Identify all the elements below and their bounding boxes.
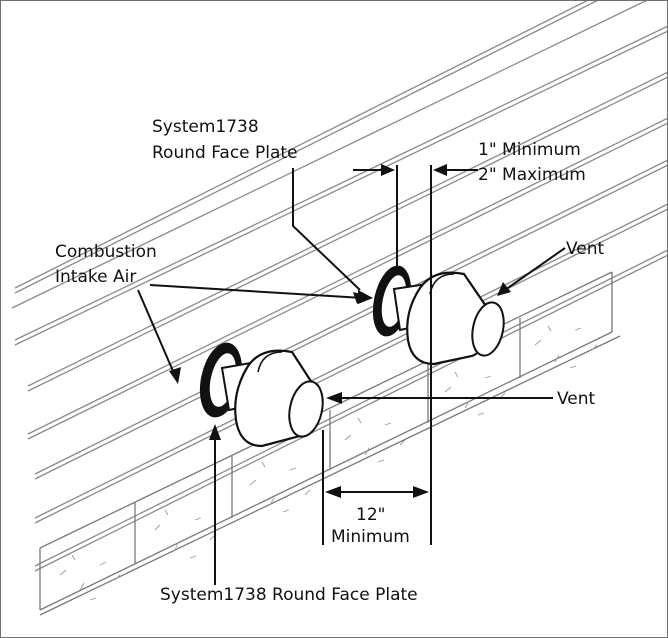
- spacing-unit-label: Minimum: [331, 527, 410, 547]
- face-plate-bottom-label: System1738 Round Face Plate: [160, 585, 418, 605]
- maximum-label: 2" Maximum: [478, 165, 586, 185]
- foundation-texture: [59, 325, 598, 601]
- arrowheads: [169, 164, 511, 498]
- combustion-label-line1: Combustion: [55, 242, 157, 262]
- face-plate-top-label-line2: Round Face Plate: [152, 143, 298, 163]
- siding-lines: [11, 1, 667, 572]
- lower-vent-assembly: [199, 342, 324, 448]
- upper-vent-hood: [406, 271, 492, 366]
- combustion-label-line2: Intake Air: [55, 267, 136, 287]
- spacing-value-label: 12": [356, 505, 385, 525]
- face-plate-top-label-line1: System1738: [152, 117, 259, 137]
- dimension-lines: [137, 165, 566, 585]
- upper-vent-assembly: [372, 265, 505, 366]
- foundation-band: [39, 271, 621, 616]
- vent-upper-label: Vent: [566, 239, 605, 259]
- minimum-label: 1" Minimum: [478, 140, 581, 160]
- vent-lower-label: Vent: [557, 389, 596, 409]
